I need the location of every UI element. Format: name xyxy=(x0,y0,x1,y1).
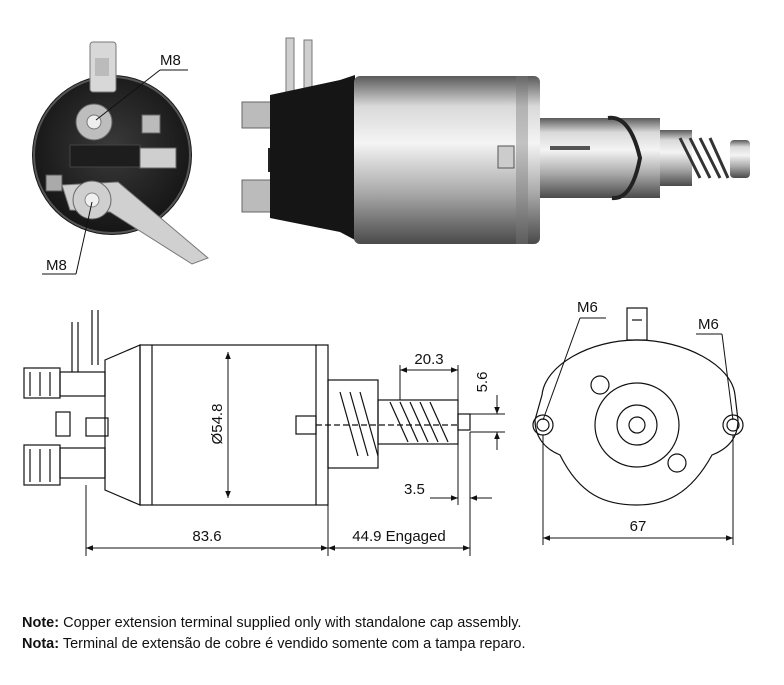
m6-right-callout: M6 xyxy=(696,316,734,421)
side-drawing xyxy=(23,310,471,506)
end-cap-photo xyxy=(32,41,209,265)
dim-length: 83.6 xyxy=(85,485,329,556)
spring-length-label: 20.3 xyxy=(414,351,443,368)
engaged-label: 44.9 Engaged xyxy=(352,528,445,545)
dim-engaged: 44.9 Engaged xyxy=(328,432,471,556)
m8-top-callout: M8 xyxy=(95,52,188,121)
dim-spring-length: 20.3 xyxy=(399,351,459,412)
m6-left-callout: M6 xyxy=(542,299,606,421)
m8-bottom-callout: M8 xyxy=(42,201,93,275)
m6-right-label: M6 xyxy=(698,316,719,333)
dim-width: 67 xyxy=(542,435,734,545)
m8-top-label: M8 xyxy=(160,52,181,69)
dim-diameter: Ø54.8 xyxy=(209,352,231,498)
note-english: Note: Copper extension terminal supplied… xyxy=(22,613,521,633)
side-photo xyxy=(241,37,750,244)
front-drawing xyxy=(532,307,744,506)
note-english-text: Copper extension terminal supplied only … xyxy=(59,615,522,631)
length-label: 83.6 xyxy=(192,528,221,545)
note-portuguese: Nota: Terminal de extensão de cobre é ve… xyxy=(22,634,525,654)
dim-spring-height: 5.6 xyxy=(470,372,505,450)
note-portuguese-text: Terminal de extensão de cobre é vendido … xyxy=(59,636,526,652)
width-label: 67 xyxy=(630,518,647,535)
gap-label: 3.5 xyxy=(404,481,425,498)
note-english-label: Note: xyxy=(22,615,60,631)
note-portuguese-label: Nota: xyxy=(22,636,60,652)
diameter-label: Ø54.8 xyxy=(209,404,226,445)
spring-height-label: 5.6 xyxy=(474,372,491,393)
m6-left-label: M6 xyxy=(577,299,598,316)
m8-bottom-label: M8 xyxy=(46,257,67,274)
dim-gap: 3.5 xyxy=(404,444,492,505)
